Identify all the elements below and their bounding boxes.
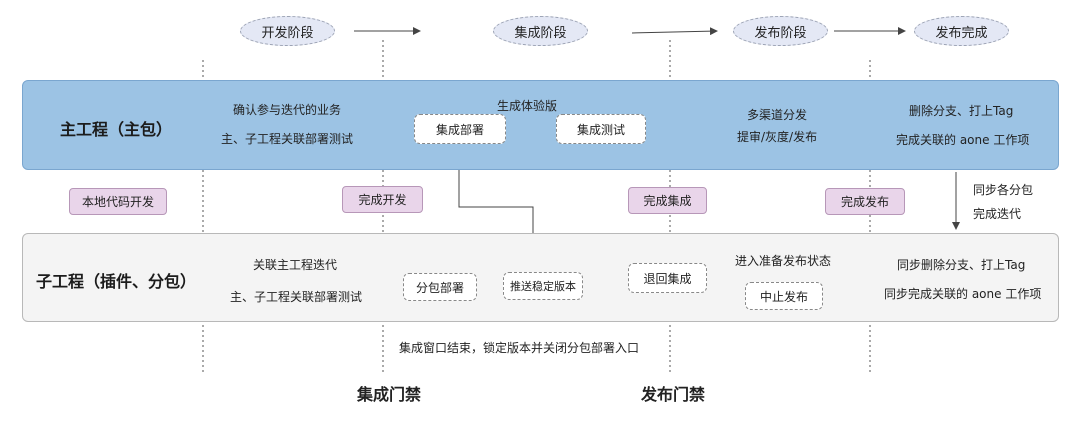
main-dev-line1: 确认参与迭代的业务	[233, 103, 342, 117]
phase-release-done: 发布完成	[914, 16, 1009, 46]
main-done-line1: 删除分支、打上Tag	[909, 104, 1014, 118]
main-project-lane	[22, 80, 1059, 170]
main-release-line2: 提审/灰度/发布	[737, 130, 818, 144]
sub-dev-line1: 关联主工程迭代	[253, 258, 338, 272]
integration-gate-label: 集成门禁	[357, 385, 422, 404]
sync-line2: 完成迭代	[973, 207, 1022, 221]
prepare-release-text: 进入准备发布状态	[735, 254, 832, 268]
sub-done-line1: 同步删除分支、打上Tag	[897, 258, 1026, 272]
sub-dev-line2: 主、子工程关联部署测试	[230, 290, 363, 304]
sync-line1: 同步各分包	[973, 183, 1034, 197]
main-done-line2: 完成关联的 aone 工作项	[896, 133, 1030, 147]
phase-release: 发布阶段	[733, 16, 828, 46]
phase-integration: 集成阶段	[493, 16, 588, 46]
integrate-deploy-box: 集成部署	[414, 114, 506, 144]
release-gate-label: 发布门禁	[641, 385, 706, 404]
sub-done-line2: 同步完成关联的 aone 工作项	[884, 287, 1042, 301]
main-project-title: 主工程（主包）	[60, 120, 173, 139]
phase-dev: 开发阶段	[240, 16, 335, 46]
sub-project-title: 子工程（插件、分包）	[36, 272, 197, 291]
local-dev-tag: 本地代码开发	[69, 188, 167, 215]
subpkg-deploy-box: 分包部署	[403, 273, 477, 301]
abort-release-box: 中止发布	[745, 282, 823, 310]
release-complete-tag: 完成发布	[825, 188, 905, 215]
push-stable-box: 推送稳定版本	[503, 272, 583, 300]
dev-complete-tag: 完成开发	[342, 186, 423, 213]
generate-build-label: 生成体验版	[497, 99, 558, 113]
integration-window-note: 集成窗口结束，锁定版本并关闭分包部署入口	[399, 341, 640, 355]
integrate-test-box: 集成测试	[556, 114, 646, 144]
rollback-box: 退回集成	[628, 263, 707, 293]
main-dev-line2: 主、子工程关联部署测试	[221, 132, 354, 146]
arrow-integration-to-release	[631, 27, 718, 36]
integration-complete-tag: 完成集成	[628, 187, 707, 214]
main-release-line1: 多渠道分发	[747, 108, 808, 122]
